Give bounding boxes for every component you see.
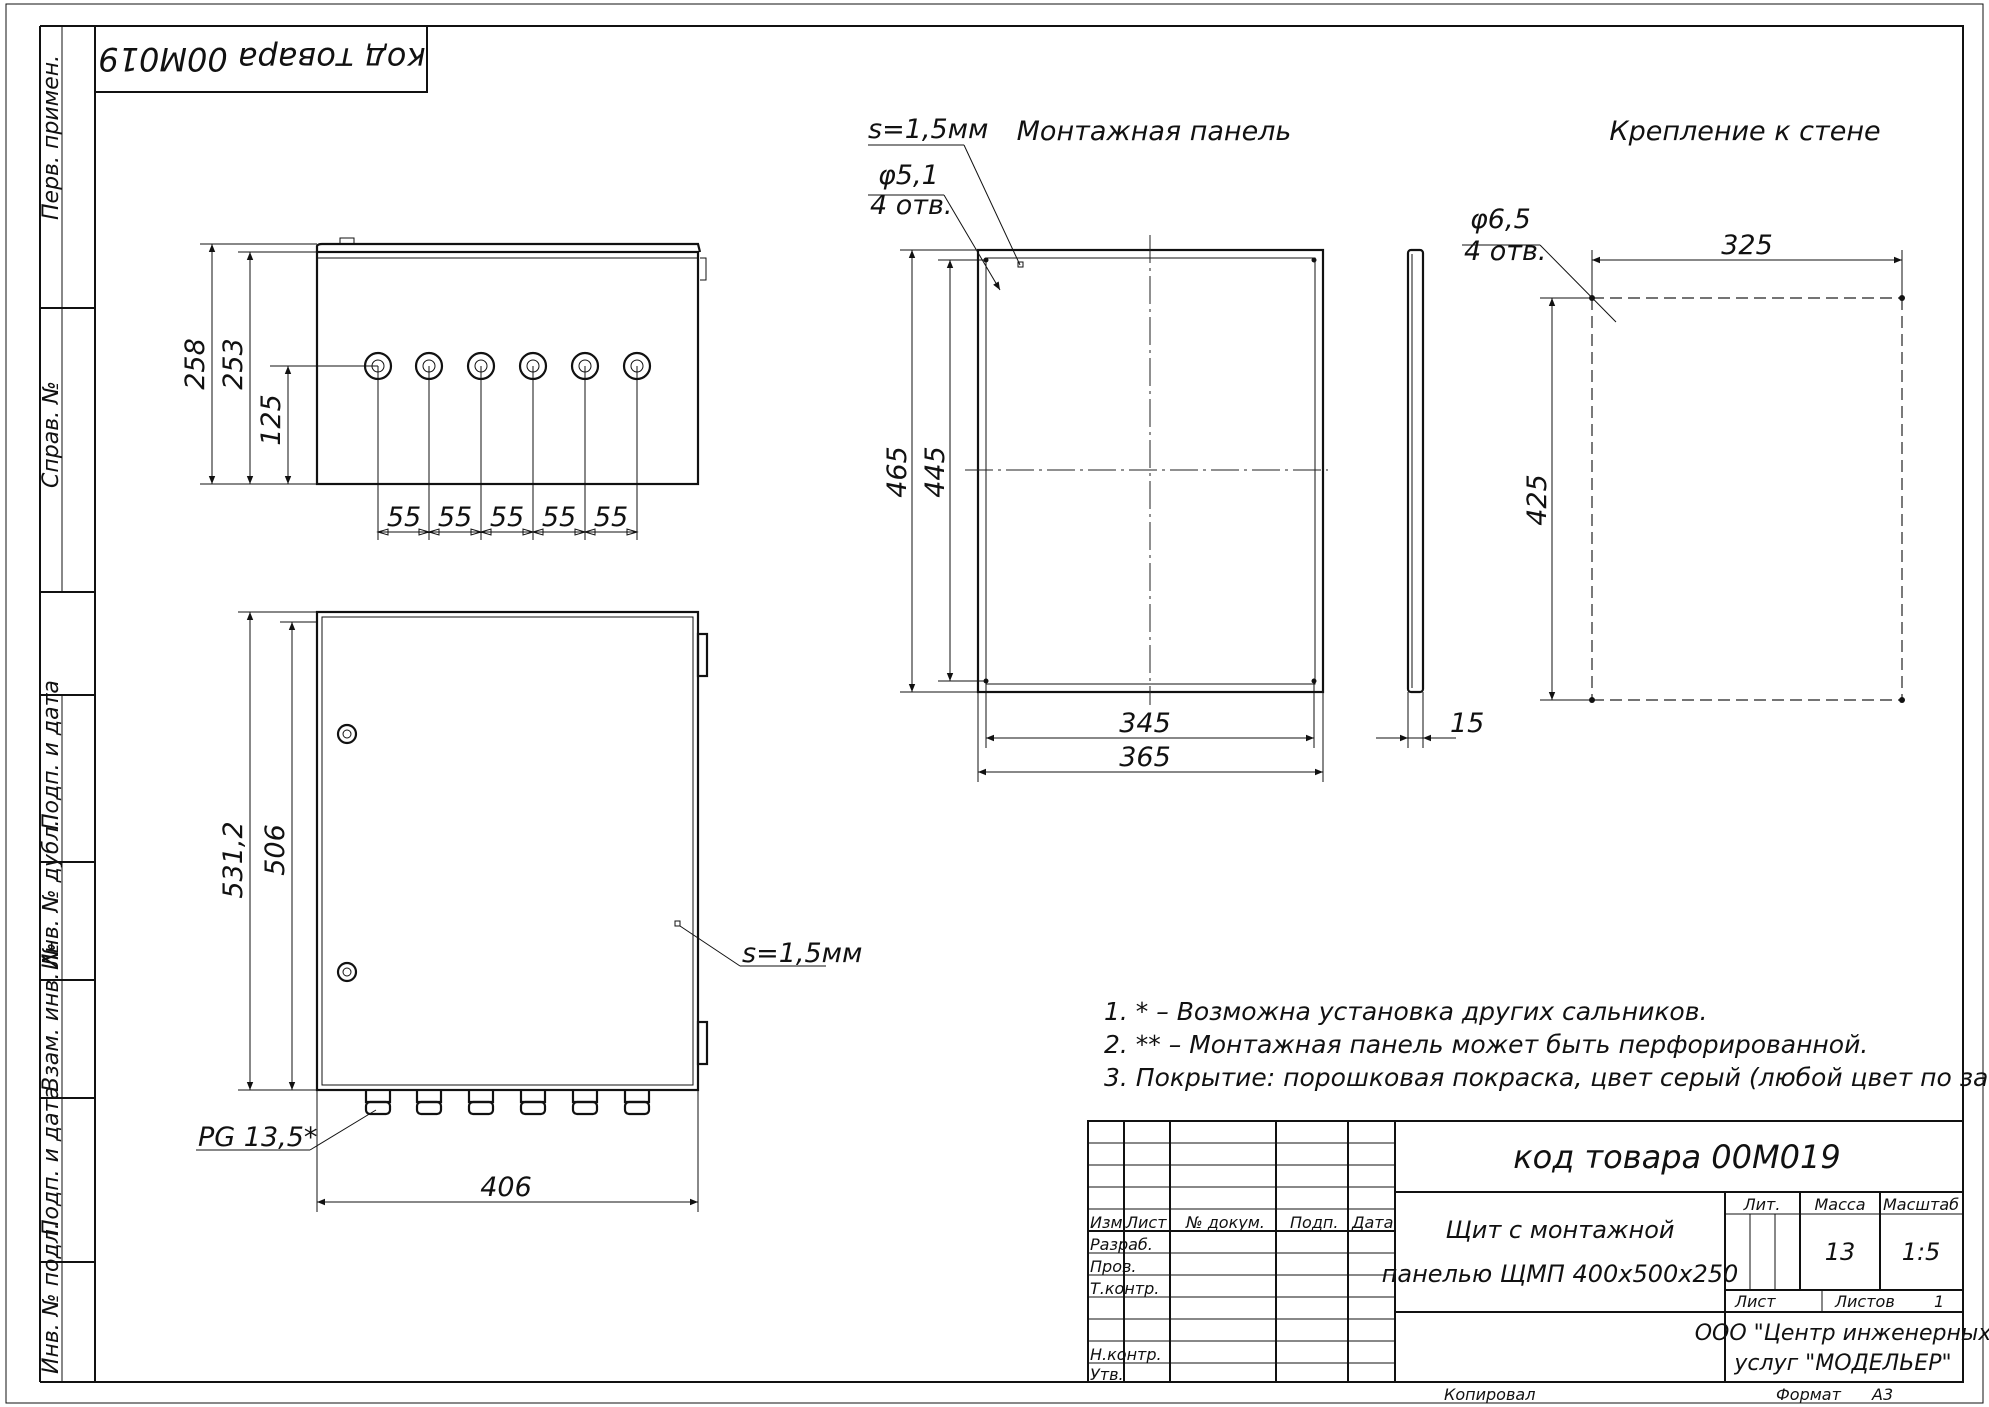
list-label: Лист [1734, 1292, 1776, 1311]
col-izm: Изм. [1090, 1213, 1128, 1232]
label-inv-podl: Инв. № подл. [39, 1222, 64, 1374]
dim-531: 531,2 [218, 821, 249, 898]
listov-label: Листов [1834, 1292, 1895, 1311]
dim-pitch-2: 55 [438, 502, 472, 533]
panel-hole-dia: φ5,1 [878, 160, 939, 191]
row-utv: Утв. [1090, 1365, 1124, 1384]
massa-label: Масса [1814, 1195, 1865, 1214]
masshtab-label: Масштаб [1883, 1195, 1959, 1214]
dim-325: 325 [1721, 230, 1773, 261]
label-sprav-no: Справ. № [39, 381, 64, 488]
door-thickness-callout: s=1,5мм [742, 938, 862, 969]
org-line1: ООО "Центр инженерных [1695, 1321, 1989, 1346]
label-vzam-inv: Взам. инв. № [39, 943, 64, 1092]
col-data: Дата [1351, 1213, 1393, 1232]
kopiroval-label: Копировал [1444, 1385, 1535, 1404]
label-perv-primen: Перв. примен. [39, 55, 64, 220]
dim-345: 345 [1119, 708, 1171, 739]
wall-hole-dia: φ6,5 [1470, 204, 1531, 235]
label-podp-data-2: Подп. и дата [39, 1086, 64, 1236]
mounting-panel-view: Монтажная панель s=1,5мм φ5,1 4 отв. 465… [868, 114, 1328, 782]
dim-465: 465 [882, 446, 913, 498]
title-product-code: код товара 00М019 [1513, 1138, 1840, 1176]
dim-365: 365 [1119, 742, 1171, 773]
front-view: s=1,5мм PG 13,5* 531,2 506 406 [196, 610, 862, 1212]
dim-425: 425 [1522, 474, 1553, 526]
row-tkontr: Т.контр. [1090, 1279, 1159, 1298]
note-3: 3. Покрытие: порошковая покраска, цвет с… [1104, 1063, 1989, 1092]
left-margin-labels: Перв. примен. Справ. № Подп. и дата Инв.… [39, 55, 64, 1374]
wall-mount-view: Крепление к стене 325 425 φ6,5 4 отв. [1462, 116, 1905, 703]
dim-pitch-5: 55 [594, 502, 628, 533]
dim-258: 258 [180, 338, 211, 390]
dim-pitch-4: 55 [542, 502, 576, 533]
front-gland-row [364, 1090, 651, 1116]
panel-thickness-callout: s=1,5мм [868, 114, 988, 145]
technical-notes: 1. * – Возможна установка других сальник… [1104, 997, 1989, 1092]
dim-406: 406 [480, 1172, 532, 1203]
format-value: А3 [1871, 1385, 1893, 1404]
row-nkontr: Н.контр. [1090, 1345, 1162, 1364]
title-block: код товара 00М019 Щит с монтажной панель… [1087, 1120, 1989, 1384]
dim-pitch-1: 55 [387, 502, 421, 533]
mounting-panel-title: Монтажная панель [1017, 116, 1292, 147]
row-razrab: Разраб. [1090, 1235, 1153, 1254]
dim-445: 445 [920, 446, 951, 498]
dim-125: 125 [256, 394, 287, 446]
wall-hole-count: 4 отв. [1464, 236, 1547, 267]
gland-callout: PG 13,5* [198, 1122, 317, 1153]
dim-253: 253 [218, 338, 249, 390]
label-inv-dubl: Инв. № дубл. [39, 819, 64, 970]
sheet-footer: Копировал Формат А3 [1444, 1385, 1893, 1404]
side-view: 258 253 125 55 55 55 55 55 [180, 237, 707, 540]
col-list: Лист [1125, 1213, 1167, 1232]
org-line2: услуг "МОДЕЛЬЕР" [1733, 1351, 1951, 1376]
code-stamp-text: код товара 00М019 [98, 40, 425, 78]
side-gland-row [363, 351, 652, 381]
row-prov: Пров. [1090, 1257, 1137, 1276]
col-podp: Подп. [1290, 1213, 1338, 1232]
label-podp-data-1: Подп. и дата [39, 680, 64, 830]
dim-15: 15 [1450, 708, 1484, 739]
note-2: 2. ** – Монтажная панель может быть перф… [1104, 1030, 1868, 1059]
lit-label: Лит. [1743, 1195, 1781, 1214]
code-stamp-rotated: код товара 00М019 [94, 25, 428, 93]
masshtab-value: 1:5 [1902, 1238, 1941, 1266]
listov-value: 1 [1934, 1292, 1944, 1311]
dim-pitch-3: 55 [490, 502, 524, 533]
panel-hole-count: 4 отв. [870, 190, 953, 221]
dim-506: 506 [260, 824, 291, 876]
massa-value: 13 [1825, 1238, 1856, 1266]
wall-mount-title: Крепление к стене [1609, 116, 1880, 147]
sheet-frame [5, 3, 1984, 1404]
format-label: Формат [1776, 1385, 1842, 1404]
title-name-line2: панелью ЩМП 400х500х250 [1382, 1260, 1739, 1288]
panel-edge-view: 15 [1376, 248, 1484, 748]
note-1: 1. * – Возможна установка других сальник… [1104, 997, 1707, 1026]
col-docum: № докум. [1185, 1213, 1265, 1232]
title-name-line1: Щит с монтажной [1445, 1216, 1674, 1244]
